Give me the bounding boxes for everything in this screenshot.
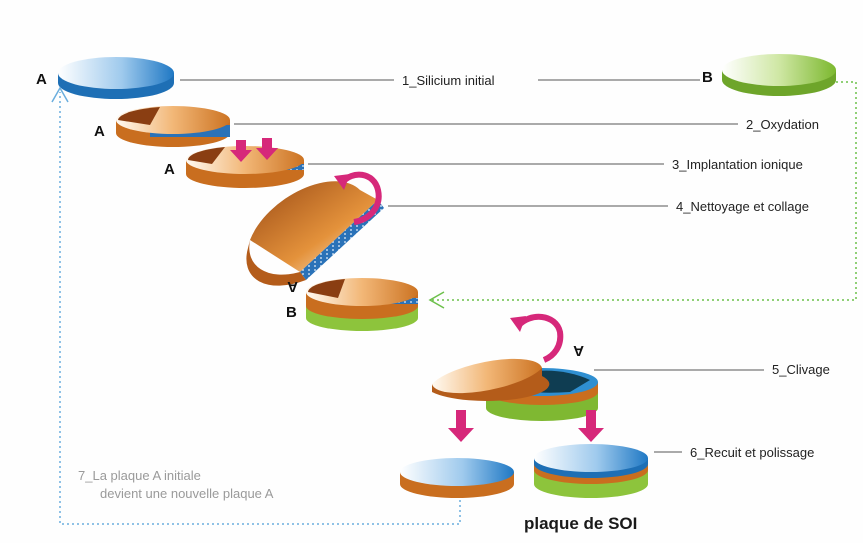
recycle-note-line2: devient une nouvelle plaque A [100,486,274,501]
implant-arrow-icon [256,138,278,160]
wafer-a-tilted [246,181,384,286]
wafer-a-label: A [36,71,47,88]
recycle-loop-a [51,86,461,525]
wafer-b-label: B [702,69,713,86]
wafer-b-label: B [286,304,297,321]
down-arrow-icon [578,410,604,442]
implant-arrow-icon [230,140,252,162]
wafer-a-label: A [164,161,175,178]
down-arrow-icon [448,410,474,442]
recycled-wafer-a [400,458,514,498]
soi-result-label: plaque de SOI [524,514,637,533]
wafer-a-implanted [186,146,304,188]
wafer-a-top-lifted [432,358,550,401]
rotate-arrow-icon [510,314,564,363]
wafer-a-oxidized [116,106,230,147]
wafer-b-initial [722,54,836,96]
recycle-note-line1: 7_La plaque A initiale [78,468,201,483]
step-1-label: 1_Silicium initial [402,73,495,88]
transfer-loop-b [428,81,857,309]
step-4-label: 4_Nettoyage et collage [676,199,809,214]
step-2-label: 2_Oxydation [746,117,819,132]
step-5-label: 5_Clivage [772,362,830,377]
soi-wafer-result [534,444,648,498]
wafer-a-label: A [94,123,105,140]
bonded-stack-ab [306,278,418,331]
rotate-arrow-icon [334,171,382,225]
step-6-label: 6_Recuit et polissage [690,445,814,460]
wafer-a-flipped-label: A [573,342,584,359]
wafer-a-flipped-label: A [287,278,298,295]
connector-lines [180,79,764,453]
step-3-label: 3_Implantation ionique [672,157,803,172]
wafer-a-initial [58,57,174,99]
